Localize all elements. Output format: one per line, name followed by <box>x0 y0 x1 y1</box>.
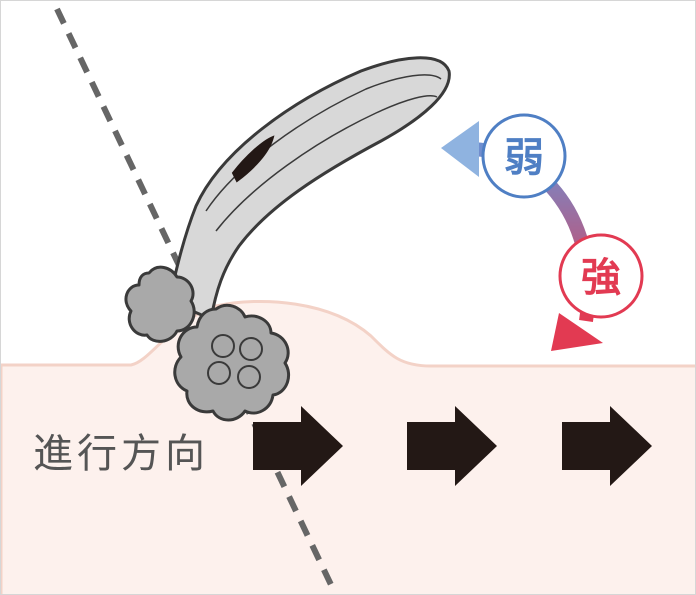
direction-arrow-3 <box>562 406 652 486</box>
device-handle <box>167 56 451 321</box>
strong-badge: 強 <box>558 233 644 319</box>
strong-arrowhead <box>551 313 603 351</box>
weak-arrowhead <box>441 121 479 177</box>
weak-label: 弱 <box>504 135 544 181</box>
device-button <box>231 135 275 183</box>
roller-bump <box>237 365 261 389</box>
device-highlight-line-2 <box>215 95 438 232</box>
roller-bump <box>211 334 235 358</box>
device-highlight-line <box>205 74 442 212</box>
weak-badge: 弱 <box>481 113 567 199</box>
back-roller <box>124 265 196 343</box>
roller-device <box>124 56 451 422</box>
strong-label: 強 <box>581 255 621 301</box>
front-roller <box>173 303 290 422</box>
direction-arrow-2 <box>407 406 497 486</box>
roller-bump <box>239 337 263 361</box>
direction-arrow-1 <box>253 406 343 486</box>
roller-bump <box>207 361 231 385</box>
direction-label: 進行方向 <box>33 431 209 477</box>
